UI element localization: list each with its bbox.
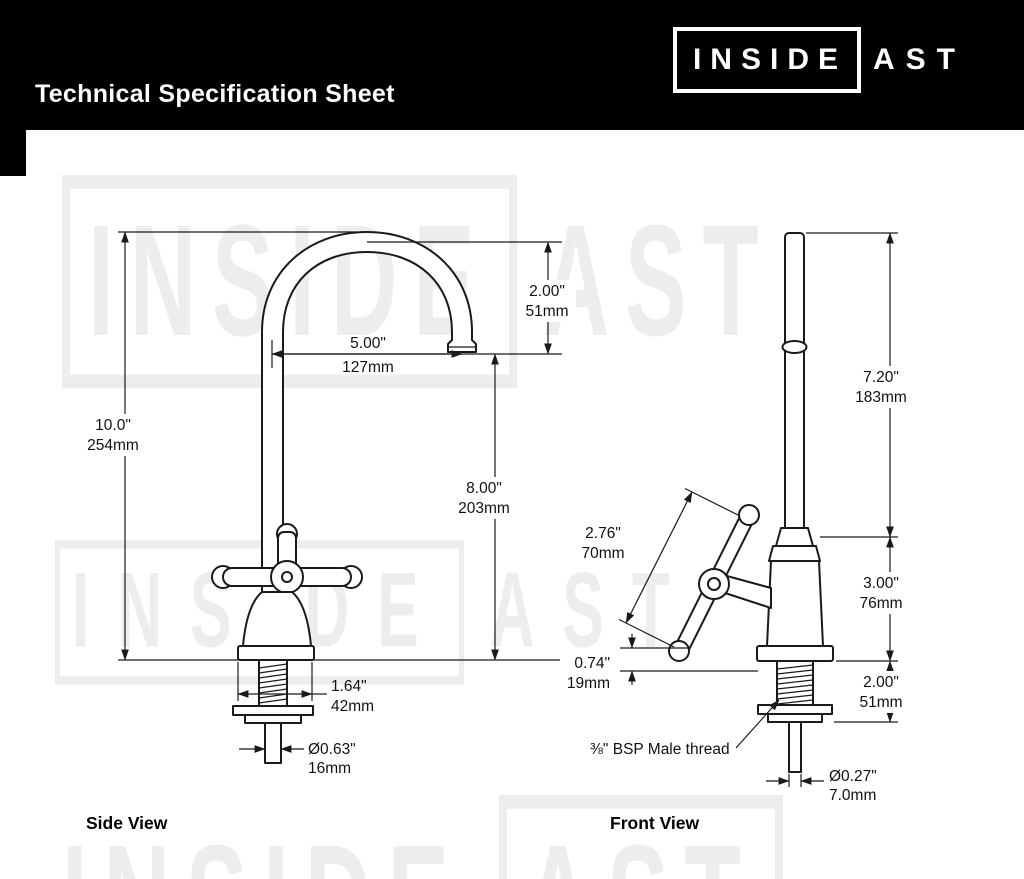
front-view-drawing xyxy=(668,232,834,773)
dim-riser-in: 7.20" xyxy=(863,369,899,386)
dim-handle-mm: 70mm xyxy=(581,545,624,562)
dim-outlet-height-mm: 203mm xyxy=(458,500,510,517)
collar-upper xyxy=(775,527,814,547)
side-view-dimensions: 10.0" 254mm 2.00" 51mm 5.00" 127mm 8.00"… xyxy=(84,231,576,833)
riser-joint xyxy=(781,340,808,354)
page-title: Technical Specification Sheet xyxy=(35,80,395,108)
thread-callout: ⅜" BSP Male thread xyxy=(590,741,730,758)
dim-riser-mm: 183mm xyxy=(855,389,907,406)
brand-logo-rest-text: AST xyxy=(873,43,966,76)
dim-shank-width-in: 1.64" xyxy=(331,678,367,695)
brand-logo: INSIDE AST xyxy=(672,27,966,93)
side-view-label: Side View xyxy=(86,813,168,833)
watermark-rest-text: AST xyxy=(542,193,775,370)
dim-offset-in: 0.74" xyxy=(574,655,610,672)
brand-logo-boxed-text: INSIDE xyxy=(672,27,861,93)
inlet-tube-side xyxy=(264,722,282,764)
header-bar: Technical Specification Sheet INSIDE AST xyxy=(0,0,1024,130)
outlet-tube-front xyxy=(788,721,802,773)
dim-outlet-dia-in: Ø0.27" xyxy=(829,768,877,785)
watermark-rest-text: INSIDE xyxy=(62,823,465,879)
dim-offset-mm: 19mm xyxy=(567,675,610,692)
locknut-front xyxy=(757,704,833,715)
dim-reach-mm: 127mm xyxy=(342,359,394,376)
locknut-side xyxy=(232,705,314,716)
dim-spout-drop-mm: 51mm xyxy=(525,303,568,320)
washer-side xyxy=(244,714,302,724)
base-flange-side xyxy=(237,645,315,661)
cross-handle-front xyxy=(668,504,772,662)
thread-hatching-front xyxy=(776,664,814,705)
front-view-label: Front View xyxy=(610,813,700,833)
washer-front xyxy=(767,713,823,723)
header-notch xyxy=(0,130,26,176)
dim-spout-drop-in: 2.00" xyxy=(529,283,565,300)
dim-handle-in: 2.76" xyxy=(585,525,621,542)
dim-shank-in: 2.00" xyxy=(863,674,899,691)
base-flange-front xyxy=(756,645,834,662)
dim-overall-height-in: 10.0" xyxy=(95,417,131,434)
dim-shank-mm: 51mm xyxy=(859,694,902,711)
dim-body-in: 3.00" xyxy=(863,575,899,592)
faucet-body-front xyxy=(766,560,824,647)
faucet-body-side xyxy=(242,591,312,647)
front-view-dimensions: 7.20" 183mm 3.00" 76mm 2.00" 51mm 2.76" … xyxy=(567,232,913,833)
collar-lower xyxy=(768,545,821,562)
dim-shank-width-mm: 42mm xyxy=(331,698,374,715)
watermark-row-bottom: INSIDE AST xyxy=(62,795,783,879)
gooseneck-spout xyxy=(261,231,477,595)
dim-outlet-height-in: 8.00" xyxy=(466,480,502,497)
dim-inlet-dia-in: Ø0.63" xyxy=(308,741,356,758)
dim-outlet-dia-mm: 7.0mm xyxy=(829,787,876,804)
dim-overall-height-mm: 254mm xyxy=(87,437,139,454)
riser-tube-front xyxy=(784,232,805,536)
dim-body-mm: 76mm xyxy=(859,595,902,612)
side-view-drawing xyxy=(118,231,560,764)
watermark-boxed-text: AST xyxy=(498,795,783,879)
cross-handle-side xyxy=(211,523,363,594)
dim-reach-in: 5.00" xyxy=(350,335,386,352)
dim-inlet-dia-mm: 16mm xyxy=(308,760,351,777)
